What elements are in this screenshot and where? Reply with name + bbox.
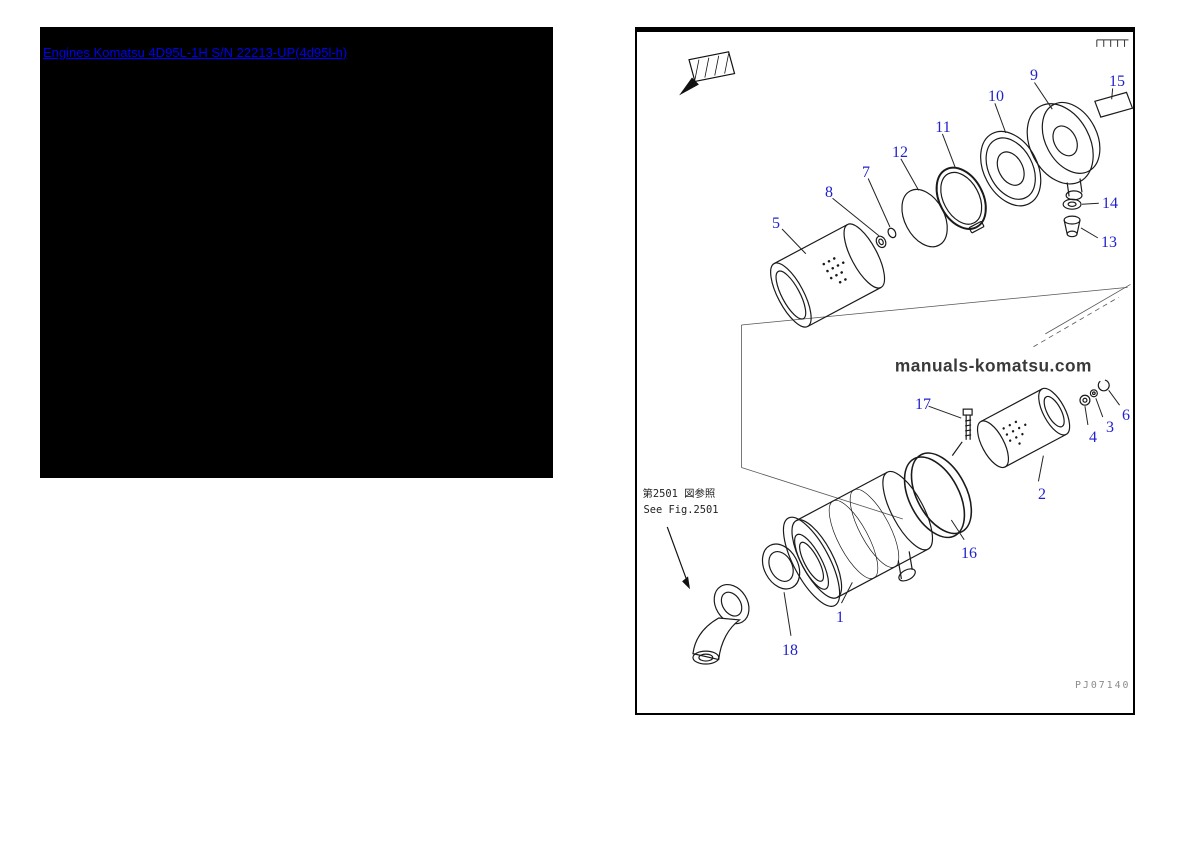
parts-diagram: manuals-komatsu.com 第2501 図参照 See Fig.25… <box>642 39 1133 691</box>
part-callout-6: 6 <box>1122 407 1130 424</box>
part-callout-7: 7 <box>862 164 870 181</box>
valve-ring <box>1062 198 1082 210</box>
clamp-ring <box>935 166 987 234</box>
part-callout-10: 10 <box>988 88 1004 105</box>
cover-ring <box>980 130 1042 207</box>
part-callout-15: 15 <box>1109 73 1125 90</box>
plate-code: PJ07140 <box>1075 680 1130 691</box>
filter-element-outer <box>770 223 886 328</box>
fig-ref-arrow <box>666 526 691 590</box>
gasket <box>761 543 801 590</box>
part-callout-12: 12 <box>892 144 908 161</box>
part-callout-18: 18 <box>782 642 798 659</box>
filter-element-inner <box>976 387 1071 469</box>
canister-body <box>782 470 934 607</box>
left-black-panel: Engines Komatsu 4D95L-1H S/N 22213-UP(4d… <box>40 27 553 478</box>
fig-ref-jp: 第2501 図参照 <box>642 487 715 500</box>
body-cap <box>1026 101 1101 201</box>
part-callout-5: 5 <box>772 215 780 232</box>
elbow-connector <box>692 584 750 665</box>
part-callout-13: 13 <box>1101 234 1117 251</box>
part-callout-3: 3 <box>1106 419 1114 436</box>
part-callout-9: 9 <box>1030 67 1038 84</box>
washers-7-8 <box>875 227 897 249</box>
dust-valve <box>1063 215 1081 238</box>
part-callout-11: 11 <box>935 119 951 136</box>
part-callout-1: 1 <box>836 609 844 626</box>
part-callout-4: 4 <box>1089 429 1097 446</box>
parts-diagram-panel: manuals-komatsu.com 第2501 図参照 See Fig.25… <box>635 27 1135 715</box>
clamp-band <box>903 441 973 539</box>
registration-tick-marks-icon <box>1096 39 1129 47</box>
part-callout-2: 2 <box>1038 486 1046 503</box>
fig-ref-en: See Fig.2501 <box>643 504 718 516</box>
washers-3-4-6 <box>1079 379 1110 406</box>
perforation-dots <box>1002 420 1027 445</box>
perforation-dots <box>822 257 847 284</box>
part-callout-14: 14 <box>1102 195 1118 212</box>
leader-lines <box>781 82 1120 636</box>
o-ring <box>901 188 948 248</box>
part-callout-17: 17 <box>915 396 931 413</box>
part-callout-8: 8 <box>825 184 833 201</box>
catalog-link[interactable]: Engines Komatsu 4D95L-1H S/N 22213-UP(4d… <box>43 45 348 60</box>
plate <box>1094 91 1133 118</box>
front-direction-icon <box>679 51 736 96</box>
watermark: manuals-komatsu.com <box>895 356 1092 376</box>
part-callout-16: 16 <box>961 545 977 562</box>
construction-lines <box>741 284 1131 520</box>
t-bolt <box>962 408 973 440</box>
